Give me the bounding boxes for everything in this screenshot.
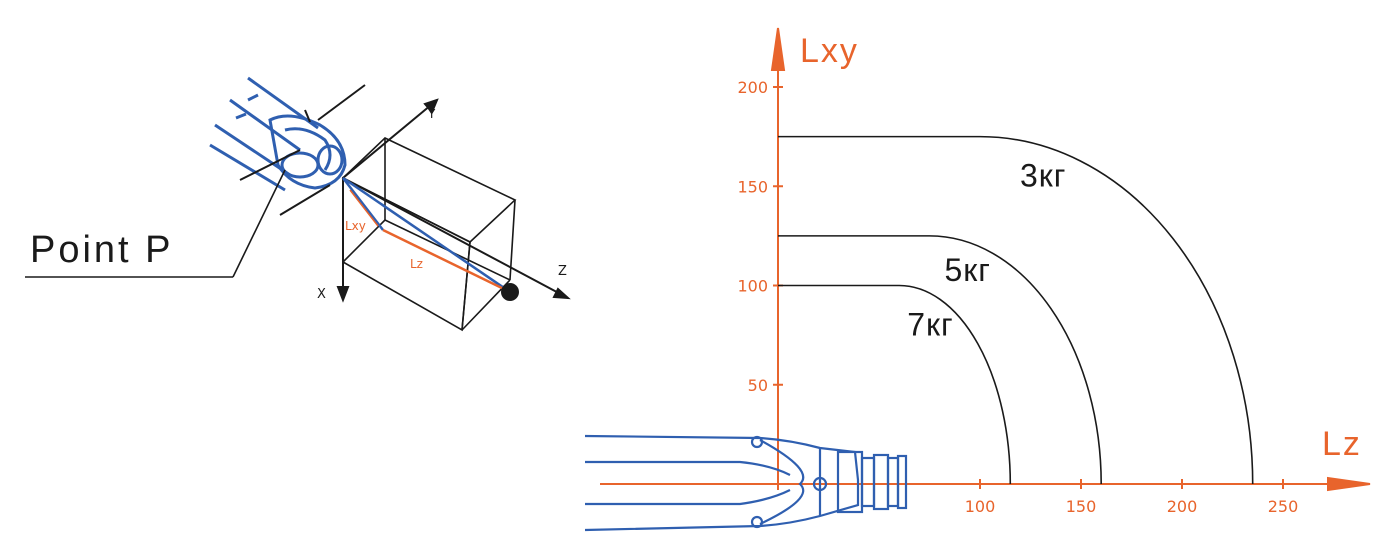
robot-flange-icon xyxy=(584,434,908,532)
series-label: 7кг xyxy=(907,307,953,343)
y-tick-label: 100 xyxy=(737,277,768,296)
x-tick-label: 250 xyxy=(1268,497,1299,516)
y-tick-label: 150 xyxy=(737,177,768,196)
lxy-vector-label: Lxy xyxy=(345,219,366,233)
lz-vector-label: Lz xyxy=(410,257,423,271)
point-p-label: Point P xyxy=(30,229,174,271)
x-tick-label: 150 xyxy=(1066,497,1097,516)
payload-box xyxy=(341,137,517,332)
x-axis-title: Lz xyxy=(1322,425,1362,463)
x-tick-label: 200 xyxy=(1167,497,1198,516)
y-tick-label: 200 xyxy=(737,78,768,97)
y-axis-arrow-icon xyxy=(770,27,786,71)
tool-isometric-drawing: Y Z X Lxy Lz Point P xyxy=(25,76,571,332)
axis-y-label: Y xyxy=(427,107,436,121)
axis-x-label: X xyxy=(317,287,326,302)
payload-limit-curve xyxy=(778,235,1102,485)
y-tick-label: 50 xyxy=(748,376,768,395)
payload-point-icon xyxy=(501,283,519,301)
series-label: 5кг xyxy=(945,252,991,288)
axis-z-label: Z xyxy=(558,264,567,279)
series-label: 3кг xyxy=(1020,158,1066,194)
payload-limit-curve xyxy=(778,135,1254,485)
payload-limit-curve xyxy=(778,284,1012,485)
y-axis-title: Lxy xyxy=(800,32,859,70)
x-axis-arrow-icon xyxy=(1327,476,1371,492)
payload-chart: Lxy Lz 50 100 150 200 100 150 200 250 3кг 5кг 7к… xyxy=(600,27,1371,516)
robot-wrist-icon xyxy=(209,76,347,192)
x-tick-label: 100 xyxy=(965,497,996,516)
